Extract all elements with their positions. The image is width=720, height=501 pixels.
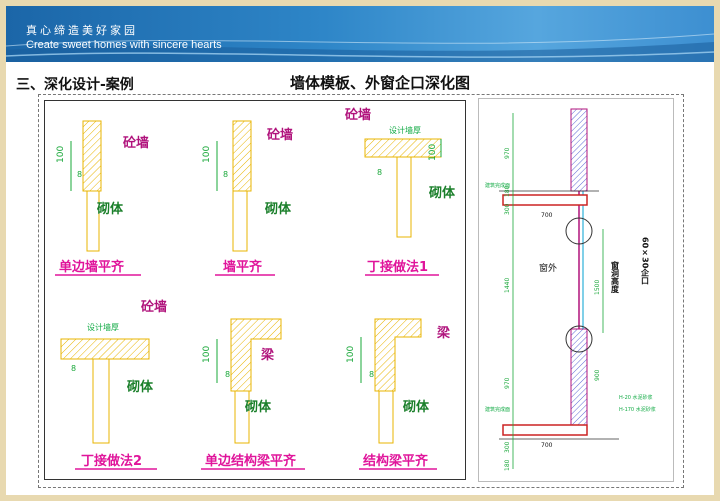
design-thickness-note: 设计墙厚 xyxy=(87,322,119,332)
dim-900: 900 xyxy=(594,369,601,381)
dim-700-bottom: 700 xyxy=(541,442,553,449)
detail-single-side-beam: 100 8 梁 砌体 单边结构梁平齐 xyxy=(201,318,305,470)
level-note-bottom: 建筑完成面 xyxy=(485,406,510,413)
dim-180-top: 180 xyxy=(504,185,511,197)
dim-1500: 1500 xyxy=(594,280,601,295)
dim-300-top: 300 xyxy=(504,203,511,215)
concrete-label: 砼墙 xyxy=(267,127,293,143)
detail-caption: 丁接做法2 xyxy=(81,453,142,469)
detail-caption: 墙平齐 xyxy=(223,259,263,275)
dim-label: 100 xyxy=(428,144,438,161)
dim-label: 100 xyxy=(346,346,356,363)
concrete-label: 砼墙 xyxy=(141,299,167,315)
masonry-label: 砌体 xyxy=(402,399,430,415)
masonry-label: 砌体 xyxy=(96,201,124,217)
header-wave-decoration xyxy=(6,33,714,62)
dim-label: 100 xyxy=(56,146,66,163)
detail-t-joint-2: 8 砼墙 设计墙厚 砌体 丁接做法2 xyxy=(60,299,167,470)
slide-header: 真心缔造美好家园 Create sweet homes with sincere… xyxy=(6,6,714,62)
dim-label: 8 xyxy=(71,364,76,373)
concrete-label: 砼墙 xyxy=(345,107,371,123)
masonry-label: 砌体 xyxy=(244,399,272,415)
wall-details-drawing: 100 8 砼墙 砌体 单边墙平齐 100 8 砼墙 砌体 墙平齐 100 8 xyxy=(55,107,456,470)
dim-label: 8 xyxy=(77,170,82,179)
window-section-panel: 970 180 300 1440 970 300 180 700 700 窗外 … xyxy=(478,98,674,482)
dim-1440: 1440 xyxy=(504,278,511,293)
detail-caption: 单边结构梁平齐 xyxy=(205,453,297,469)
window-height-label: 窗洞高度 xyxy=(610,260,620,294)
outside-window-label: 窗外 xyxy=(539,262,557,274)
mortar-note-1: H-20 水泥砂浆 xyxy=(619,394,653,401)
concrete-label: 砼墙 xyxy=(123,135,149,151)
beam-label: 梁 xyxy=(260,347,275,363)
dim-label: 100 xyxy=(202,346,212,363)
dim-label: 8 xyxy=(225,370,230,379)
detail-caption: 结构梁平齐 xyxy=(363,453,429,469)
mortar-note-2: H-170 水泥砂浆 xyxy=(619,406,656,413)
detail-beam-flush: 100 8 梁 砌体 结构梁平齐 xyxy=(346,318,451,470)
dim-180-bottom: 180 xyxy=(504,459,511,471)
detail-caption: 丁接做法1 xyxy=(367,259,428,275)
dim-label: 8 xyxy=(377,168,382,177)
dim-300-bottom: 300 xyxy=(504,441,511,453)
detail-single-side-wall: 100 8 砼墙 砌体 单边墙平齐 xyxy=(55,120,149,276)
beam-label: 梁 xyxy=(436,325,451,341)
detail-t-joint-1: 100 8 砼墙 设计墙厚 砌体 丁接做法1 xyxy=(345,107,456,276)
wall-details-panel: 100 8 砼墙 砌体 单边墙平齐 100 8 砼墙 砌体 墙平齐 100 8 xyxy=(44,100,466,480)
dim-970-bottom: 970 xyxy=(504,377,511,389)
level-note-top: 建筑完成面 xyxy=(485,182,510,189)
page-title: 墙体模板、外窗企口深化图 xyxy=(290,74,471,92)
dim-label: 100 xyxy=(202,146,212,163)
dim-700-top: 700 xyxy=(541,212,553,219)
slogan-chinese: 真心缔造美好家园 xyxy=(26,24,138,37)
section-title: 三、深化设计-案例 xyxy=(16,77,134,93)
masonry-label: 砌体 xyxy=(126,379,154,395)
masonry-label: 砌体 xyxy=(264,201,292,217)
slogan-english: Create sweet homes with sincere hearts xyxy=(26,39,222,51)
detail-wall-flush: 100 8 砼墙 砌体 墙平齐 xyxy=(202,120,293,276)
detail-caption: 单边墙平齐 xyxy=(59,259,125,275)
dim-970-top: 970 xyxy=(504,147,511,159)
design-thickness-note: 设计墙厚 xyxy=(389,125,421,135)
dim-label: 8 xyxy=(369,370,374,379)
masonry-label: 砌体 xyxy=(428,185,456,201)
dim-label: 8 xyxy=(223,170,228,179)
notch-size-label: 60×30企口 xyxy=(640,237,650,285)
window-section-drawing: 970 180 300 1440 970 300 180 700 700 窗外 … xyxy=(485,108,656,471)
content-dashed-border xyxy=(38,94,684,488)
